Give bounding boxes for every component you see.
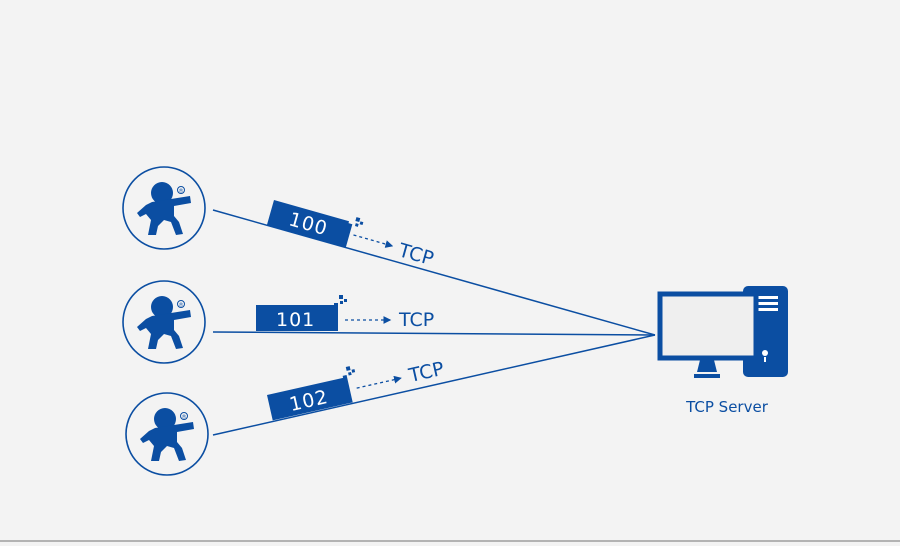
registered-mark: ® bbox=[182, 414, 187, 421]
mascot-logo-icon bbox=[122, 166, 206, 250]
packet-label: 101 bbox=[276, 309, 315, 331]
desktop-computer-icon bbox=[657, 286, 788, 378]
protocol-label: TCP bbox=[395, 239, 436, 270]
mascot-logo-icon bbox=[122, 280, 206, 364]
server-label: TCP Server bbox=[685, 398, 769, 416]
tcp-server: TCP Server bbox=[657, 286, 788, 416]
dashed-arrow bbox=[353, 234, 394, 248]
registered-mark: ® bbox=[179, 188, 184, 195]
packet-102: 102 TCP bbox=[267, 358, 446, 421]
client-3: ® bbox=[125, 392, 209, 476]
client-1: ® bbox=[122, 166, 206, 250]
connection-line-2 bbox=[212, 331, 656, 336]
bottom-divider bbox=[0, 540, 900, 542]
protocol-label: TCP bbox=[406, 358, 446, 387]
mascot-logo-icon bbox=[125, 392, 209, 476]
protocol-label: TCP bbox=[398, 309, 434, 331]
packet-101: 101 TCP bbox=[256, 295, 434, 331]
connection-line-1 bbox=[212, 209, 656, 336]
client-2: ® bbox=[122, 280, 206, 364]
packet-label: 100 bbox=[286, 208, 330, 240]
connection-line-3 bbox=[212, 334, 656, 436]
registered-mark: ® bbox=[179, 302, 184, 309]
dashed-arrow bbox=[356, 375, 402, 389]
